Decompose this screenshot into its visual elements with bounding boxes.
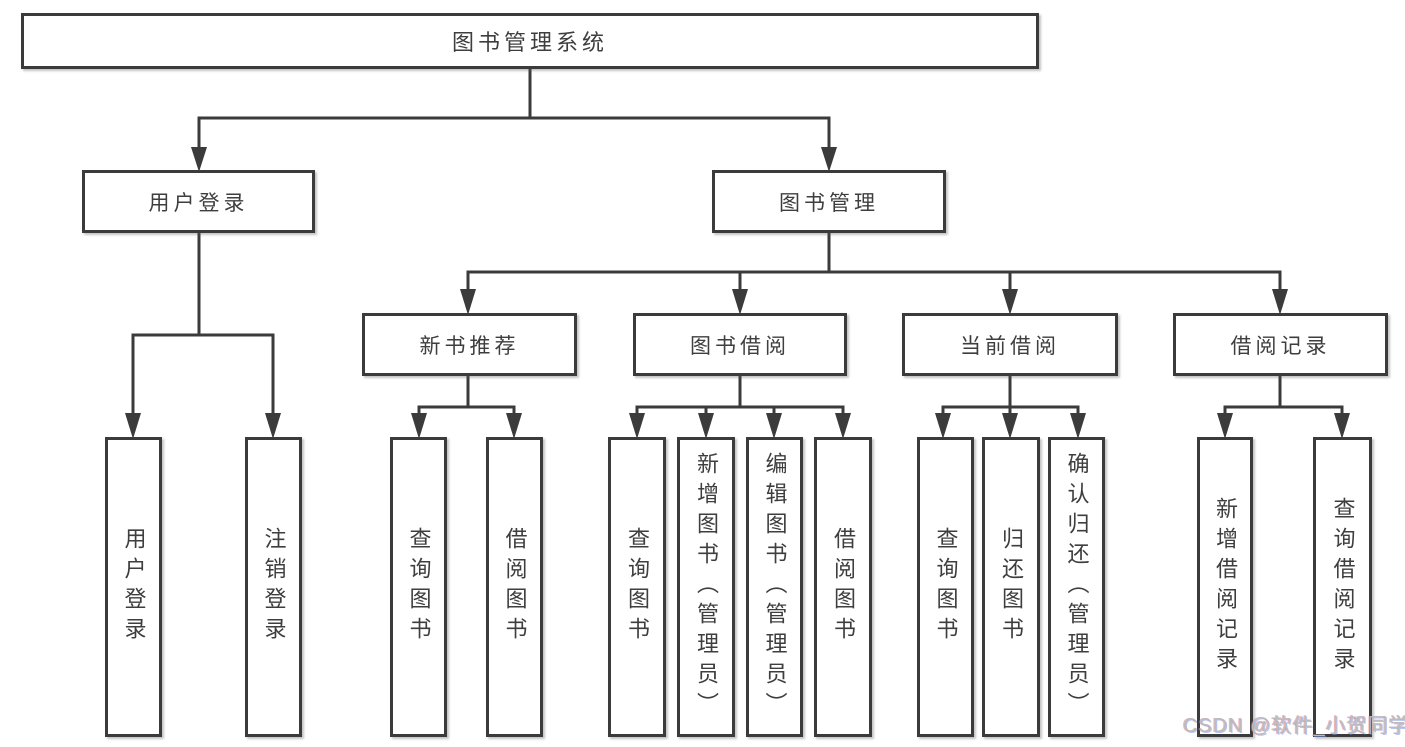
- leaf-borrow-books-recommend: 借阅图书: [486, 437, 543, 737]
- leaf-user-login: 用户登录: [105, 437, 162, 737]
- leaf-add-books-admin: 新增图书（管理员）: [677, 437, 735, 737]
- node-label: 图书管理: [779, 191, 879, 215]
- node-label: 用户登录: [148, 191, 249, 215]
- node-label: 新书推荐: [419, 334, 520, 358]
- leaf-query-books-current: 查询图书: [917, 437, 974, 737]
- leaf-add-borrow-record: 新增借阅记录: [1197, 437, 1253, 737]
- node-label: 编辑图书（管理员）: [762, 452, 788, 722]
- node-label: 查询图书: [933, 527, 959, 647]
- node-label: 借阅图书: [502, 527, 528, 647]
- leaf-confirm-return-admin: 确认归还（管理员）: [1048, 437, 1105, 737]
- node-book-management: 图书管理: [712, 170, 946, 233]
- node-label: 借阅记录: [1230, 334, 1331, 358]
- node-new-book-recommendation: 新书推荐: [362, 313, 577, 376]
- node-label: 查询图书: [406, 527, 432, 647]
- node-library-management-system: 图书管理系统: [21, 13, 1039, 69]
- node-label: 图书借阅: [690, 334, 790, 358]
- leaf-borrow-books-borrowing: 借阅图书: [814, 437, 872, 737]
- leaf-logout: 注销登录: [245, 437, 302, 737]
- node-label: 新增借阅记录: [1213, 497, 1238, 677]
- node-label: 新增图书（管理员）: [694, 452, 719, 722]
- node-label: 查询图书: [625, 527, 650, 647]
- node-label: 借阅图书: [831, 527, 856, 647]
- leaf-return-books: 归还图书: [982, 437, 1040, 737]
- node-label: 注销登录: [261, 527, 287, 647]
- leaf-query-borrow-record: 查询借阅记录: [1313, 437, 1372, 737]
- csdn-watermark: CSDN @软件_小贺同学: [1183, 715, 1405, 737]
- node-current-borrowing: 当前借阅: [902, 313, 1118, 376]
- node-label: 用户登录: [121, 527, 147, 647]
- leaf-query-books-recommend: 查询图书: [390, 437, 447, 737]
- leaf-edit-books-admin: 编辑图书（管理员）: [746, 437, 803, 737]
- node-book-borrowing: 图书借阅: [633, 313, 847, 376]
- node-label: 当前借阅: [960, 334, 1060, 358]
- node-borrowing-records: 借阅记录: [1173, 313, 1388, 376]
- node-label: 归还图书: [999, 527, 1024, 647]
- arrowheads: [125, 147, 1350, 439]
- node-label: 确认归还（管理员）: [1064, 452, 1090, 722]
- node-label: 查询借阅记录: [1330, 497, 1356, 677]
- leaf-query-books-borrowing: 查询图书: [608, 437, 666, 737]
- node-user-login: 用户登录: [82, 170, 315, 233]
- node-label: 图书管理系统: [451, 30, 608, 55]
